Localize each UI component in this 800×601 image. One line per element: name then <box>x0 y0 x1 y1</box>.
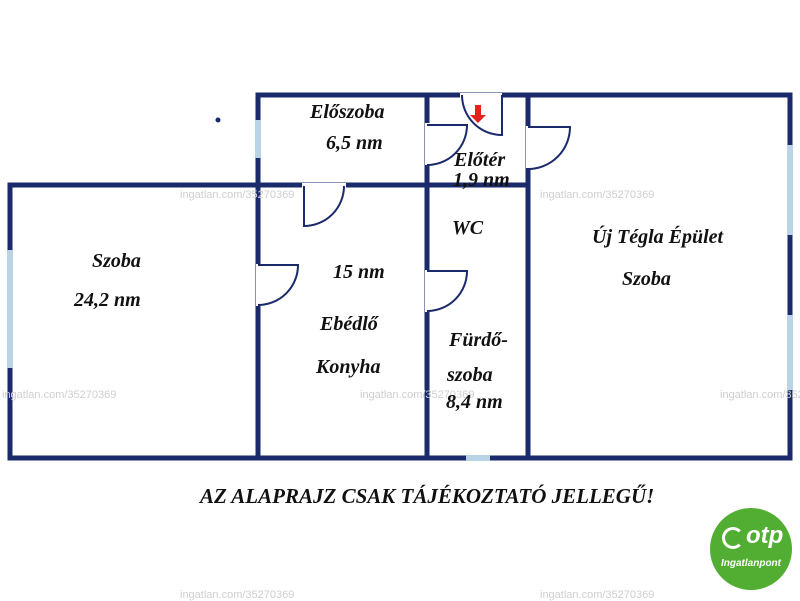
room-label-ebedlo: Ebédlő <box>320 313 378 335</box>
door-swing <box>461 94 503 137</box>
door-gap <box>425 270 430 312</box>
window <box>787 145 793 235</box>
window <box>255 120 261 158</box>
otp-logo-icon <box>722 527 744 549</box>
otp-logo: otp Ingatlanpont <box>710 508 792 590</box>
room-label-furdo-1: Fürdő- <box>449 329 508 351</box>
window <box>787 315 793 390</box>
room-area-ebedlo: 15 nm <box>333 261 385 283</box>
window <box>466 455 490 461</box>
logo-wordmark: otp <box>746 522 784 549</box>
room-area-eloszoba: 6,5 nm <box>326 132 383 154</box>
window <box>7 250 13 368</box>
room-label-eloszoba: Előszoba <box>310 101 385 123</box>
watermark: ingatlan.com/35270369 <box>180 189 295 201</box>
watermark: ingatlan.com/35270369 <box>180 589 295 601</box>
door-swing <box>527 126 572 170</box>
room-label-konyha: Konyha <box>316 356 381 378</box>
room-label-new-building: Új Tégla Épület <box>592 226 724 248</box>
watermark: ingatlan.com/35270369 <box>360 389 475 401</box>
room-label-furdo-2: szoba <box>447 364 493 386</box>
room-area-furdo: 8,4 nm <box>446 391 503 413</box>
marker-dot <box>215 117 221 123</box>
door-gap <box>425 123 430 165</box>
room-label-wc: WC <box>452 217 484 239</box>
room-area-szoba: 24,2 nm <box>74 289 141 311</box>
door-swing <box>303 185 345 228</box>
watermark: ingatlan.com/35270369 <box>540 589 655 601</box>
door-gap <box>256 264 261 306</box>
door-gap <box>302 183 346 188</box>
door-gap <box>526 126 531 168</box>
room-area-eloter: 1,9 nm <box>453 169 510 191</box>
room-label-eloter: Előtér <box>454 149 506 171</box>
disclaimer-text: AZ ALAPRAJZ CSAK TÁJÉKOZTATÓ JELLEGŰ! <box>200 484 655 508</box>
door-gap <box>460 93 502 98</box>
watermark: ingatlan.com/35270369 <box>2 389 117 401</box>
entrance-arrow-icon <box>470 105 486 123</box>
logo-subtitle: Ingatlanpont <box>721 558 781 569</box>
watermark: ingatlan.com/35270369 <box>540 189 655 201</box>
door-swing <box>426 270 469 312</box>
door-swing <box>426 124 469 166</box>
room-label-szoba: Szoba <box>92 250 141 272</box>
door-swing <box>257 264 300 306</box>
watermark: ingatlan.com/35270369 <box>720 389 800 401</box>
room-label-new-szoba: Szoba <box>622 268 671 290</box>
